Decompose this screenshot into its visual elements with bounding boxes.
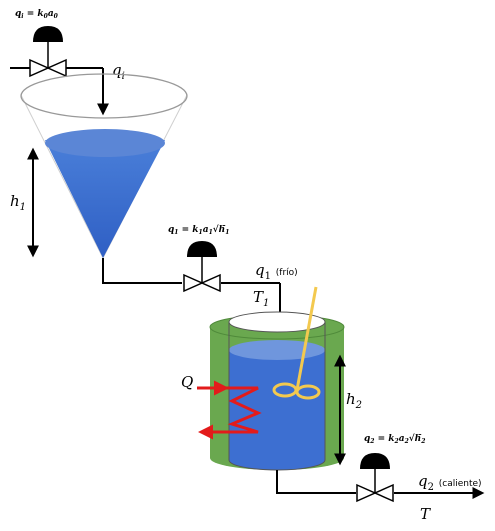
- outlet-pipe-2: [276, 470, 485, 499]
- heat-q-label: Q: [181, 373, 193, 391]
- level-h2-label: h2: [346, 390, 362, 411]
- flow-q2-label: q2 (caliente): [418, 472, 482, 493]
- valve-1-equation: q1 = k1a1√h1: [168, 224, 229, 236]
- temp-t1-label: T1: [253, 288, 269, 309]
- valve-2-equation: q2 = k2a2√h2: [364, 433, 425, 445]
- temp-t-label: T: [420, 505, 431, 523]
- valve-inlet-equation: qi = k0a0: [15, 9, 59, 20]
- valve-inlet: [29, 26, 67, 78]
- flow-q1-label: q1 (frío): [255, 261, 298, 282]
- heating-coil: [197, 380, 262, 440]
- tank-2: [228, 311, 326, 471]
- level-h1-label: h1: [10, 192, 26, 213]
- inflow-label: qi: [112, 61, 125, 82]
- valve-2: [356, 453, 394, 503]
- valve-1: [183, 241, 221, 293]
- inlet-pipe: [10, 67, 109, 116]
- stirrer: [272, 286, 321, 400]
